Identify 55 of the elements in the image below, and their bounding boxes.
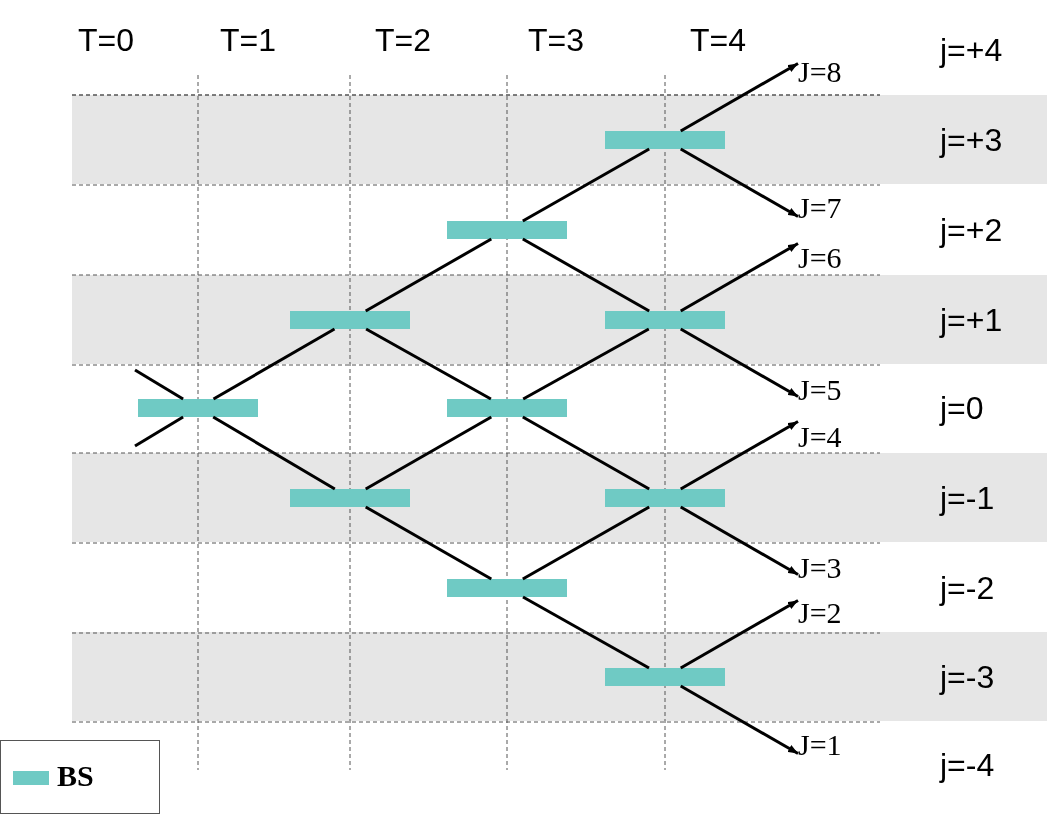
time-step-label: T=4 bbox=[690, 22, 747, 58]
output-label: J=4 bbox=[798, 419, 842, 455]
light-path-line bbox=[522, 147, 650, 223]
time-step-label: T=0 bbox=[78, 22, 135, 58]
light-path-line bbox=[134, 368, 184, 401]
row-index-label: j=-2 bbox=[940, 570, 995, 606]
arrow bbox=[679, 599, 799, 670]
row-index-label: j=+3 bbox=[940, 122, 1003, 158]
time-step-label: T=3 bbox=[528, 22, 585, 58]
output-label: J=3 bbox=[798, 550, 842, 586]
row-index-label: j=-3 bbox=[940, 659, 995, 695]
row-index-label: j=+1 bbox=[940, 302, 1003, 338]
arrow bbox=[679, 62, 799, 133]
beam-splitter-bar bbox=[447, 221, 567, 239]
arrow bbox=[679, 505, 799, 576]
row-index-label: j=+2 bbox=[940, 212, 1003, 248]
beam-splitter-bar bbox=[290, 311, 410, 329]
row-index-label: j=+4 bbox=[940, 32, 1003, 68]
light-path-line bbox=[522, 415, 650, 491]
light-path-line bbox=[212, 415, 336, 491]
light-path-line bbox=[522, 327, 650, 401]
beam-splitter-bar bbox=[447, 579, 567, 597]
row-index-label: j=0 bbox=[940, 390, 984, 426]
beam-splitter-bar bbox=[447, 399, 567, 417]
arrow bbox=[679, 327, 799, 398]
beam-splitter-bar bbox=[605, 668, 725, 686]
row-index-label: j=-4 bbox=[940, 747, 995, 783]
output-label: J=5 bbox=[798, 372, 842, 408]
arrow bbox=[679, 242, 799, 313]
time-step-label: T=1 bbox=[220, 22, 277, 58]
arrow bbox=[679, 147, 799, 218]
row-index-label: j=-1 bbox=[940, 480, 995, 516]
legend-text: BS bbox=[57, 759, 94, 793]
beam-splitter-bar bbox=[138, 399, 258, 417]
light-path-line bbox=[134, 415, 184, 448]
beam-splitter-bar bbox=[605, 489, 725, 507]
light-path-line bbox=[212, 327, 336, 401]
light-path-line bbox=[364, 415, 493, 491]
beam-splitter-bar bbox=[290, 489, 410, 507]
light-path-line bbox=[364, 505, 493, 581]
output-label: J=7 bbox=[798, 190, 842, 226]
light-path-line bbox=[522, 237, 650, 313]
arrow bbox=[679, 420, 799, 491]
arrow bbox=[679, 684, 799, 755]
light-path-line bbox=[365, 327, 492, 401]
output-label: J=6 bbox=[798, 240, 842, 276]
light-path-line bbox=[522, 505, 650, 581]
light-path-line bbox=[522, 595, 650, 670]
light-path-line bbox=[364, 237, 493, 313]
output-label: J=2 bbox=[798, 595, 842, 631]
beam-splitter-bar bbox=[605, 311, 725, 329]
output-label: J=1 bbox=[798, 727, 842, 763]
time-step-label: T=2 bbox=[375, 22, 432, 58]
output-label: J=8 bbox=[798, 54, 842, 90]
beam-splitter-bar bbox=[605, 131, 725, 149]
